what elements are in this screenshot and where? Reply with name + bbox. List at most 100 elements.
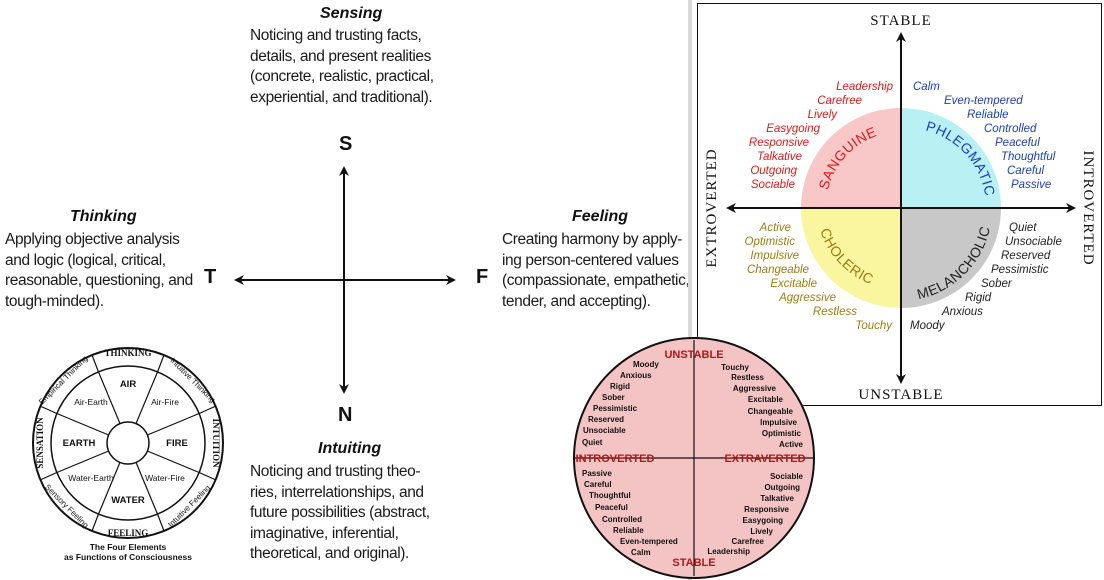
temperament-panel: STABLE UNSTABLE EXTROVERTED INTROVERTED …: [697, 3, 1102, 406]
temperament-quadrant: STABLE UNSTABLE EXTROVERTED INTROVERTED …: [704, 13, 1096, 403]
thinking-line: tough-minded).: [5, 292, 104, 310]
eysenck-trait: Outgoing: [764, 483, 800, 492]
melancholic-trait: Sober: [981, 278, 1013, 290]
phlegmatic-trait: Reliable: [967, 109, 1009, 121]
wheel-air-earth: Air-Earth: [74, 397, 108, 407]
sensing-line: experiential, and traditional).: [250, 88, 433, 106]
panel-separator: [688, 0, 692, 580]
melancholic-trait: Moody: [910, 320, 946, 332]
feeling-line: ing person-centered values: [502, 251, 679, 269]
thinking-line: and logic (logical, critical,: [5, 251, 166, 269]
eysenck-stable: STABLE: [672, 557, 715, 569]
choleric-trait: Changeable: [747, 264, 809, 276]
sensing-title: Sensing: [320, 5, 383, 22]
eysenck-trait: Leadership: [707, 547, 750, 556]
phlegmatic-trait: Controlled: [984, 123, 1037, 135]
phlegmatic-trait: Careful: [1007, 165, 1045, 177]
choleric-trait: Excitable: [770, 278, 817, 290]
choleric-trait: Active: [759, 222, 791, 234]
sanguine-trait: Responsive: [749, 137, 809, 149]
melancholic-trait: Anxious: [941, 306, 983, 318]
feeling-line: tender, and accepting).: [502, 292, 651, 310]
choleric-trait: Aggressive: [778, 292, 836, 304]
phlegmatic-trait: Even-tempered: [944, 95, 1023, 107]
eysenck-trait: Passive: [582, 469, 612, 478]
sanguine-trait: Easygoing: [766, 123, 820, 135]
eysenck-trait: Active: [779, 440, 804, 449]
intuiting-line: theoretical, and original).: [250, 545, 409, 562]
eysenck-trait: Anxious: [620, 371, 652, 380]
feeling-line: Creating harmony by apply-: [502, 231, 682, 248]
axis-stable: STABLE: [870, 13, 931, 29]
sanguine-trait: Talkative: [757, 151, 802, 163]
eysenck-trait: Reserved: [588, 415, 624, 424]
elements-wheel: THINKING FEELING INTUITION SENSATION Emp…: [32, 347, 224, 562]
wheel-feeling: FEELING: [108, 528, 149, 538]
intuiting-line: future possibilities (abstract,: [250, 504, 430, 521]
wheel-air: AIR: [120, 379, 137, 390]
sanguine-trait: Sociable: [751, 179, 795, 191]
eysenck-trait: Touchy: [721, 363, 749, 372]
wheel-water-earth: Water-Earth: [68, 473, 114, 483]
eysenck-circle: UNSTABLE STABLE INTROVERTED EXTRAVERTED …: [573, 337, 815, 579]
intuiting-line: ries, interrelationships, and: [250, 483, 424, 501]
mbti-arrows: [234, 166, 456, 394]
choleric-trait: Touchy: [855, 320, 893, 332]
eysenck-trait: Reliable: [613, 526, 644, 535]
sanguine-trait: Outgoing: [750, 165, 797, 177]
eysenck-unstable: UNSTABLE: [664, 349, 723, 361]
eysenck-trait: Unsociable: [583, 426, 626, 435]
eysenck-trait: Controlled: [602, 515, 642, 524]
axis-unstable: UNSTABLE: [858, 387, 943, 403]
thinking-title: Thinking: [70, 208, 137, 225]
eysenck-trait: Rigid: [610, 382, 630, 391]
phlegmatic-trait: Peaceful: [995, 137, 1040, 149]
intuiting-line: imaginative, inferential,: [250, 524, 399, 542]
sanguine-trait: Carefree: [817, 95, 862, 107]
eysenck-trait: Talkative: [760, 494, 794, 503]
eysenck-trait: Changeable: [748, 407, 794, 416]
feeling-title: Feeling: [572, 208, 629, 225]
melancholic-trait: Unsociable: [1005, 236, 1062, 248]
intuiting-title: Intuiting: [318, 440, 382, 457]
choleric-trait: Optimistic: [745, 236, 796, 248]
melancholic-quadrant: [901, 208, 1001, 308]
eysenck-trait: Quiet: [582, 438, 603, 447]
phlegmatic-trait: Calm: [913, 81, 940, 93]
thinking-line: Applying objective analysis: [5, 231, 180, 248]
sensing-line: details, and present realities: [250, 47, 432, 65]
wheel-caption-line2: as Functions of Consciousness: [64, 552, 192, 562]
letter-f: F: [476, 266, 489, 288]
eysenck-trait: Aggressive: [733, 384, 777, 393]
intuiting-description: Noticing and trusting theo- ries, interr…: [250, 462, 430, 565]
eysenck-trait: Calm: [631, 548, 651, 557]
axis-introverted: INTROVERTED: [1080, 150, 1096, 265]
wheel-water-fire: Water-Fire: [145, 473, 185, 483]
thinking-line: reasonable, questioning, and: [5, 272, 193, 289]
wheel-water: WATER: [111, 495, 145, 506]
wheel-caption-line1: The Four Elements: [90, 542, 167, 552]
eysenck-trait: Moody: [633, 360, 659, 369]
sanguine-trait: Leadership: [836, 81, 894, 93]
axis-extroverted: EXTROVERTED: [704, 148, 720, 267]
eysenck-trait: Excitable: [748, 395, 784, 404]
intuiting-line: Noticing and trusting theo-: [250, 463, 421, 480]
melancholic-trait: Quiet: [1009, 222, 1037, 234]
sanguine-trait: Lively: [808, 109, 839, 121]
eysenck-trait: Lively: [750, 527, 773, 536]
eysenck-trait: Sober: [602, 393, 625, 402]
eysenck-trait: Responsive: [744, 505, 789, 514]
wheel-earth: EARTH: [63, 438, 96, 449]
sensing-description: Noticing and trusting facts, details, an…: [250, 26, 434, 108]
wheel-fire: FIRE: [166, 438, 188, 449]
letter-s: S: [339, 133, 353, 155]
melancholic-trait: Rigid: [965, 292, 992, 304]
eysenck-trait: Sociable: [770, 472, 803, 481]
eysenck-trait: Impulsive: [760, 418, 797, 427]
wheel-thinking: THINKING: [104, 348, 151, 358]
feeling-description: Creating harmony by apply- ing person-ce…: [502, 230, 690, 312]
choleric-quadrant: [801, 208, 901, 308]
letter-n: N: [338, 404, 353, 426]
feeling-line: (compassionate, empathetic,: [502, 272, 690, 289]
eysenck-trait: Peaceful: [595, 503, 628, 512]
